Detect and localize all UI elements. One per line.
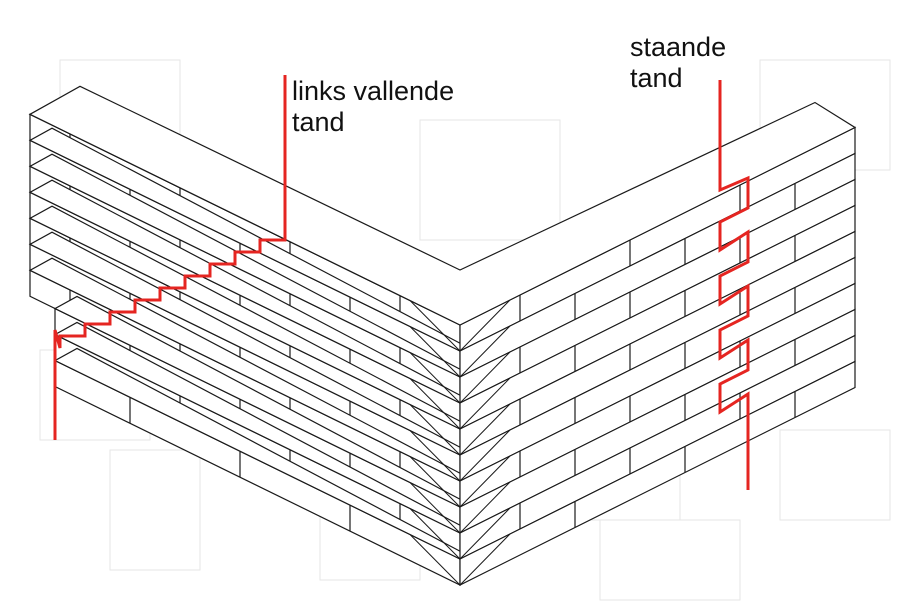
right-toothing-line [718, 80, 750, 490]
left-wall [28, 101, 463, 586]
corner-diagonal [409, 326, 461, 378]
corner-diagonal [409, 482, 461, 534]
left-toothing-line [53, 75, 287, 440]
corner-diagonal [409, 456, 461, 508]
top-surface [28, 85, 857, 326]
corner-diagonal [409, 534, 461, 586]
corner-diagonal [459, 507, 511, 560]
corner-bricks [28, 85, 857, 586]
label-left-toothing: links vallende tand [292, 76, 454, 138]
corner-diagonal [459, 377, 511, 430]
corner-diagonal [459, 481, 511, 534]
corner-diagonal [459, 325, 511, 378]
corner-diagonal [409, 430, 461, 482]
label-left-line1: links vallende [292, 76, 455, 106]
corner-diagonal [409, 352, 461, 404]
label-left-line2: tand [292, 107, 345, 137]
corner-diagonal [459, 455, 511, 508]
corner-diagonal [409, 404, 461, 456]
grid-rect [419, 119, 561, 241]
corner-diagonal [409, 378, 461, 430]
corner-diagonal [409, 508, 461, 560]
corner-diagonal [409, 300, 461, 352]
right-course [459, 360, 856, 586]
corner-diagonal [459, 429, 511, 482]
grid-rect [779, 429, 891, 521]
corner-diagonal [459, 403, 511, 456]
corner-diagonal [459, 299, 511, 352]
grid-rect [109, 449, 201, 571]
grid-rect [599, 519, 741, 601]
right-wall [459, 126, 856, 586]
corner-diagonal [459, 533, 511, 586]
label-right-line1: staande [630, 32, 727, 62]
label-right-line2: tand [630, 63, 683, 93]
corner-diagonal [459, 351, 511, 404]
label-right-toothing: staande tand [630, 32, 726, 94]
